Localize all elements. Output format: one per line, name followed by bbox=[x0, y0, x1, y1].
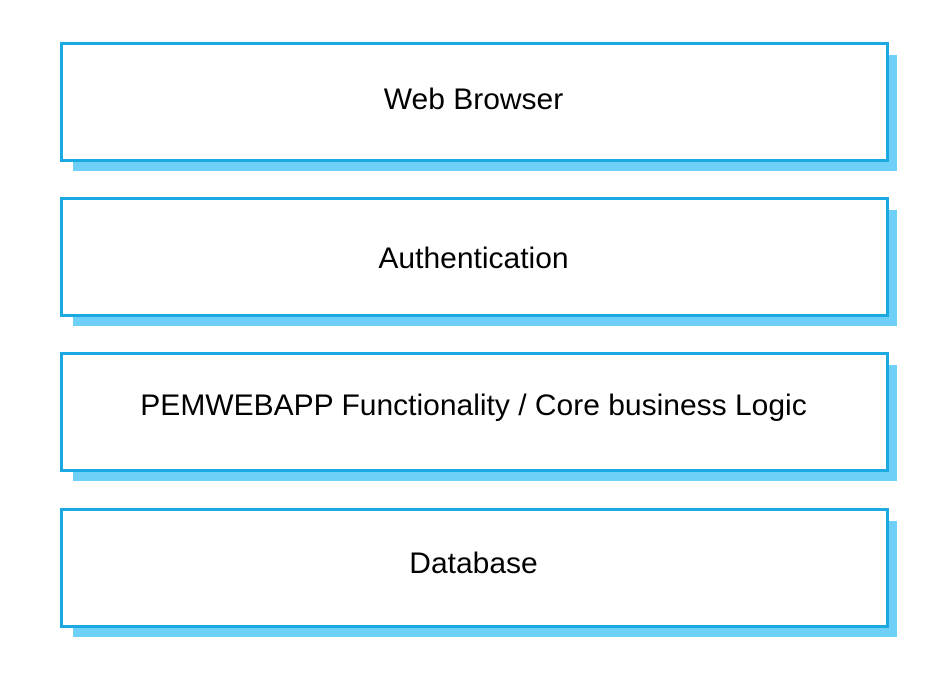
layer-authentication: Authentication bbox=[60, 197, 897, 326]
layer-label-authentication: Authentication bbox=[378, 242, 569, 275]
layer-box bbox=[60, 42, 889, 162]
layer-database: Database bbox=[60, 508, 897, 637]
layer-label-web-browser: Web Browser bbox=[383, 83, 564, 116]
layer-label-core-business-logic: PEMWEBAPP Functionality / Core business … bbox=[140, 389, 807, 422]
layer-box bbox=[60, 352, 889, 472]
layer-web-browser: Web Browser bbox=[60, 42, 897, 171]
layer-box bbox=[60, 508, 889, 628]
layer-box bbox=[60, 197, 889, 317]
layer-label-database: Database bbox=[409, 547, 538, 580]
layer-core-business-logic: PEMWEBAPP Functionality / Core business … bbox=[60, 352, 897, 481]
